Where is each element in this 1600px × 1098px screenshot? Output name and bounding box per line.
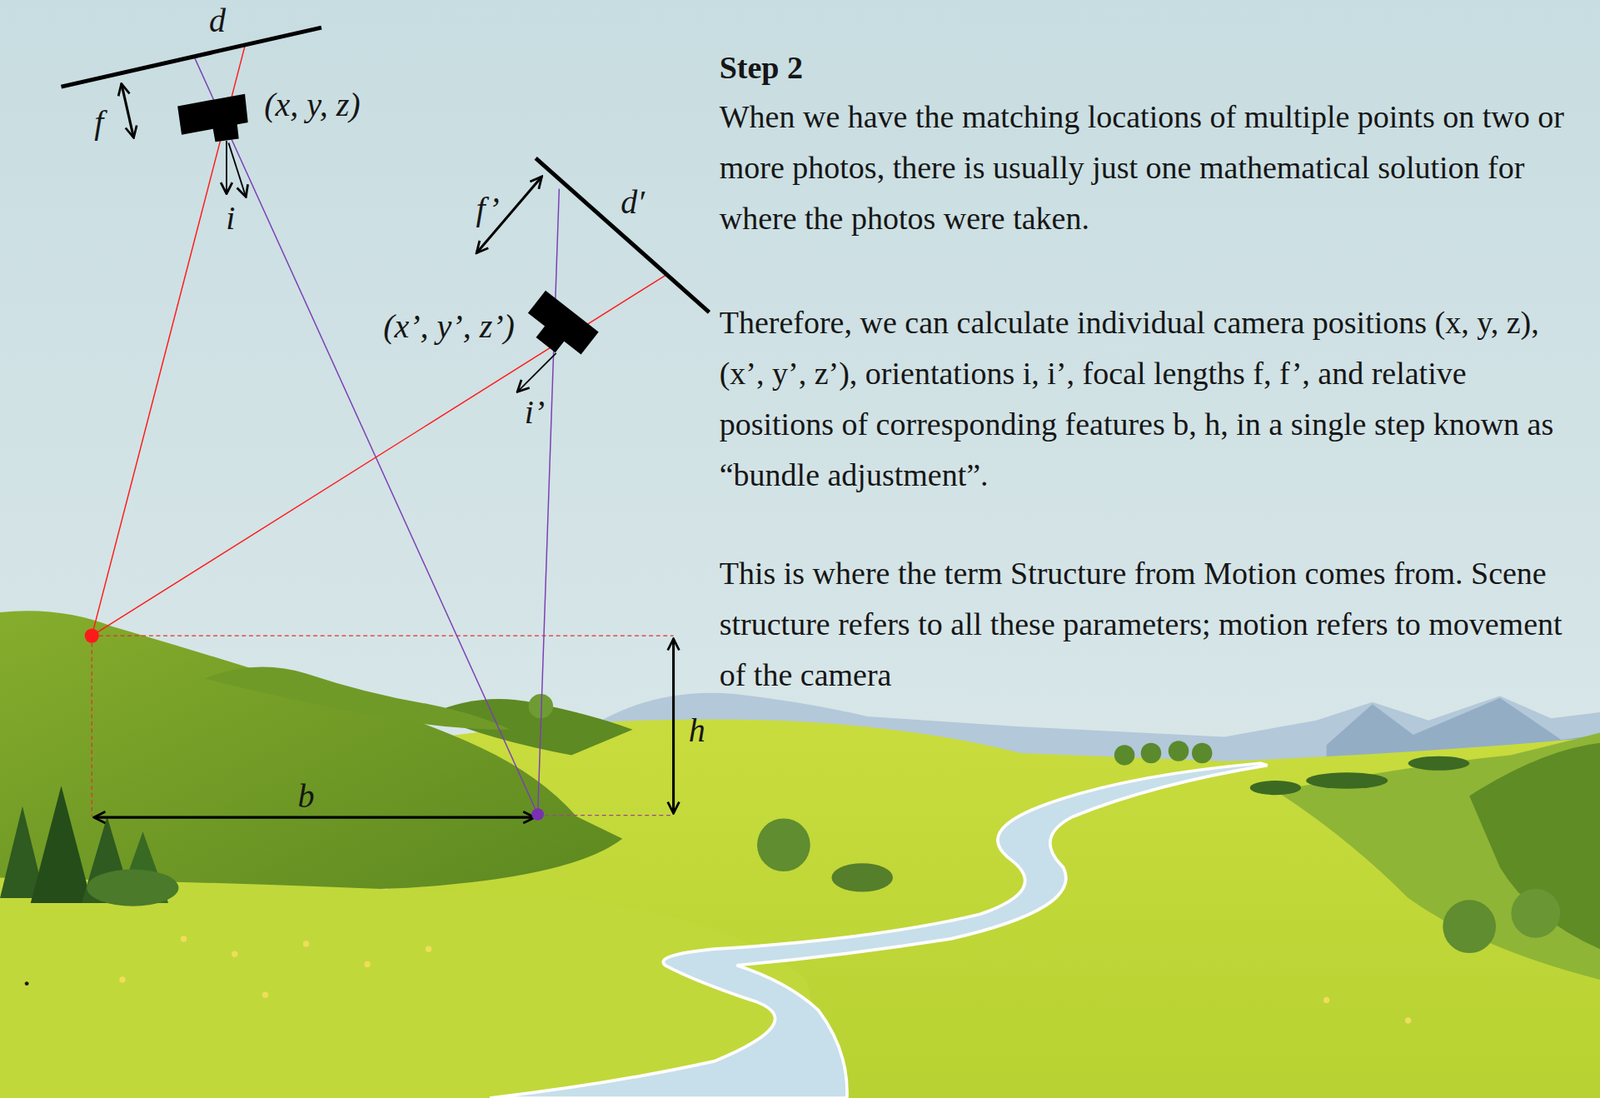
bush [1305,772,1388,789]
camera [518,290,599,366]
tree [1168,740,1190,761]
camera-lens [536,324,566,354]
flower [231,951,238,958]
flowers [119,935,1411,1023]
bush [1408,756,1471,771]
tree [757,817,811,872]
feature-point [84,628,100,643]
camera-body [528,290,599,355]
river [489,762,1268,1098]
ridge [204,667,511,730]
image-plane [61,27,322,87]
feature-point [531,807,544,821]
camera-lens [212,120,240,143]
conifer [30,785,93,903]
flower [1323,996,1330,1003]
position-label: (x, y, z) [264,88,361,122]
trees [0,693,1561,953]
flower [262,991,269,998]
flower [303,940,310,947]
focal-label: f’ [476,192,500,226]
flower [363,961,370,967]
ray-red [91,273,668,636]
bush [1250,780,1301,795]
tree [1191,742,1213,763]
orientation-label: i [225,201,235,235]
base-label: b [298,779,315,813]
camera [177,94,249,143]
stray-mark: . [23,957,32,992]
orientation-label: i’ [524,395,545,429]
right-hill [1275,732,1600,979]
focal-arrow [121,83,135,138]
height-arrow [672,638,675,813]
flower [180,935,187,942]
body-text: Therefore, we can calculate individual c… [719,297,1572,501]
left-hill [0,610,623,903]
position-label: (x’, y’, z’) [383,309,515,344]
orientation-arrow [228,142,246,197]
focal-arrow [476,176,542,254]
geometry [61,27,710,821]
height-guide [91,635,673,637]
image-plane [535,158,709,313]
tree [1510,888,1561,938]
body-text: When we have the matching locations of m… [719,91,1572,245]
focal-label: f [94,105,104,140]
base-guide [538,814,674,816]
bush [831,862,893,892]
tree [1442,899,1496,953]
heading: Step 2 [719,42,803,94]
orientation-arrow [517,353,557,393]
flower [119,976,125,982]
tree [1141,742,1162,763]
ray-red [91,45,245,636]
body-text: This is where the term Structure from Mo… [719,548,1572,701]
orientation-arrow [225,140,228,195]
plane-label: d [209,4,226,38]
height-label: h [688,713,706,748]
ray-purple [538,189,560,815]
tree [1114,744,1136,765]
bush [86,869,179,907]
base-guide [91,635,93,817]
flower [1405,1016,1411,1023]
base-arrow [94,816,535,819]
flower [425,945,432,952]
ray-purple [194,55,539,814]
plane-label: d′ [620,185,645,220]
